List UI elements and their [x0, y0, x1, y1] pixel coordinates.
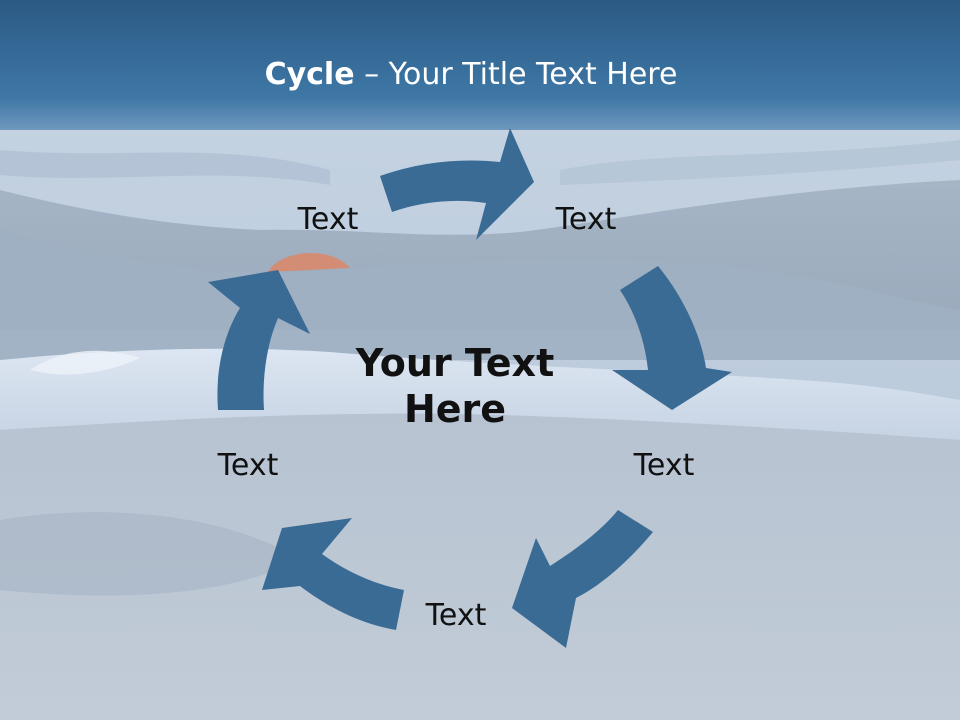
- cycle-arrow-2: [612, 266, 732, 410]
- title-bold: Cycle: [264, 57, 355, 92]
- center-text-line2: Here: [403, 387, 507, 431]
- center-text: Your Text Here: [335, 340, 575, 432]
- node-label-bottom: Text: [425, 598, 487, 633]
- cycle-arrow-1: [380, 128, 534, 240]
- node-label-top-left: Text: [297, 202, 359, 237]
- center-text-line1: Your Text: [355, 341, 555, 385]
- cycle-arrow-5: [208, 270, 310, 410]
- slide-title: Cycle – Your Title Text Here: [0, 52, 942, 98]
- node-label-top-right: Text: [555, 202, 617, 237]
- cycle-arrow-4: [262, 518, 404, 630]
- node-label-right: Text: [633, 448, 695, 483]
- title-rest: – Your Title Text Here: [354, 57, 678, 92]
- node-label-left: Text: [217, 448, 279, 483]
- cycle-arrow-3: [512, 510, 653, 648]
